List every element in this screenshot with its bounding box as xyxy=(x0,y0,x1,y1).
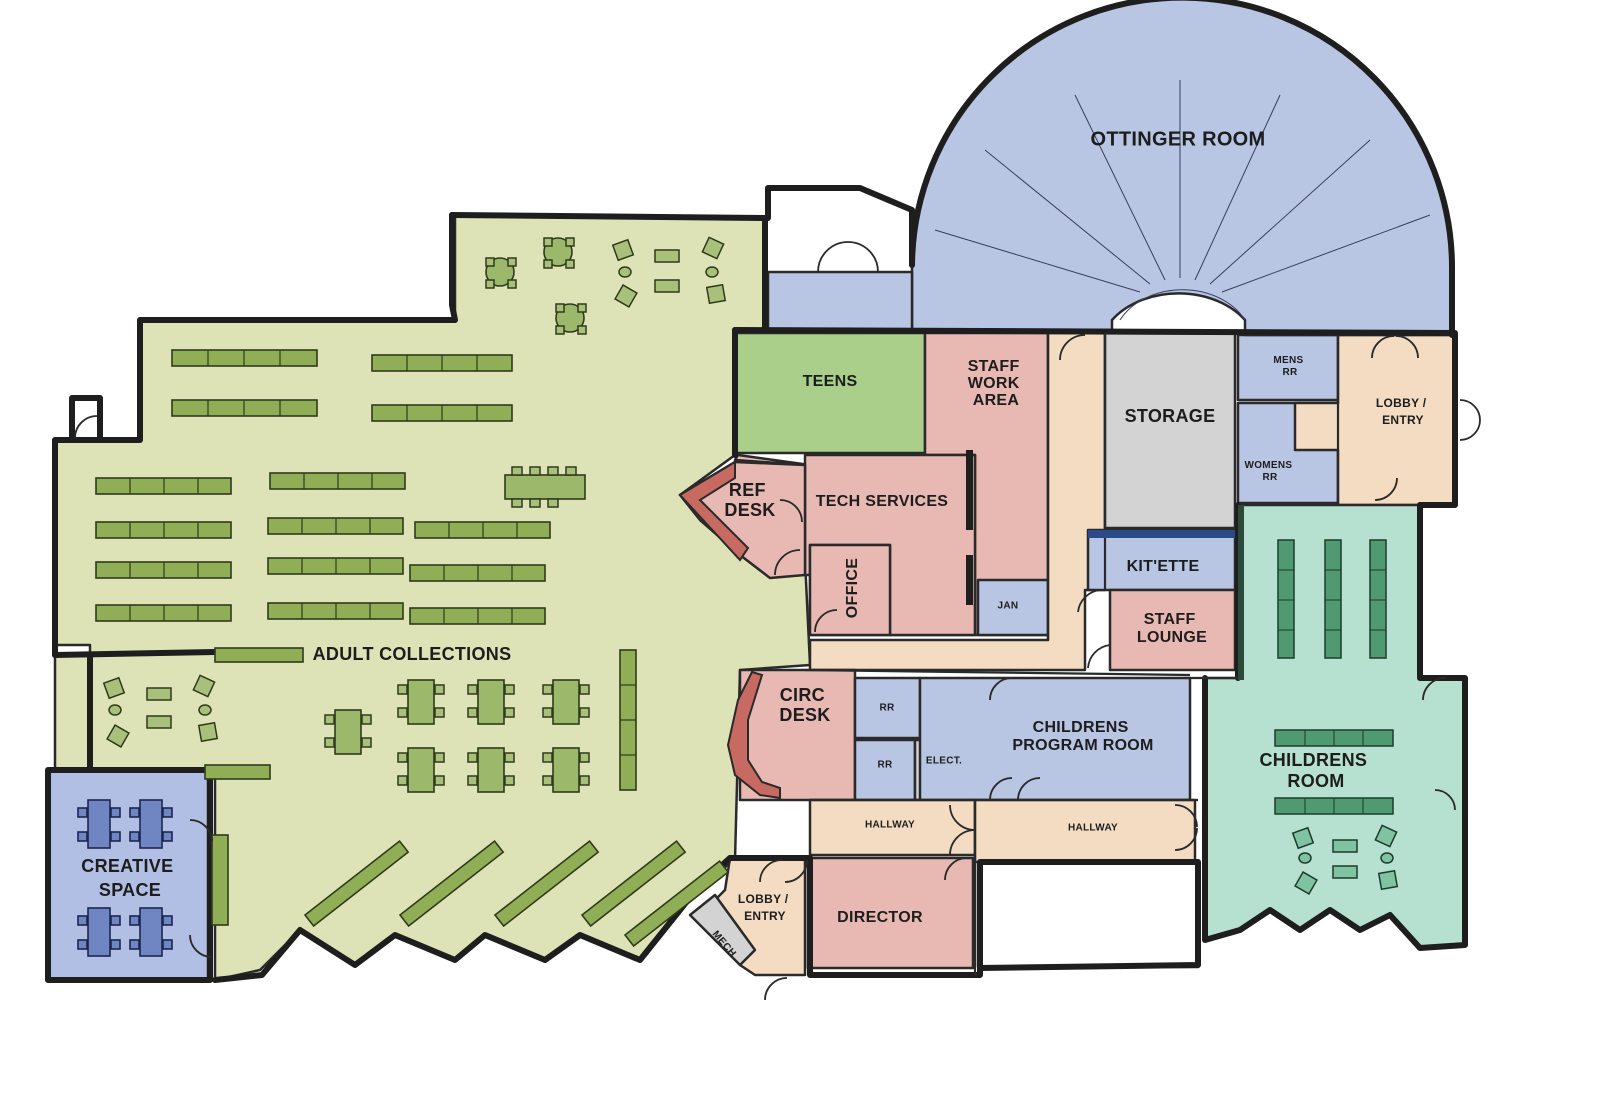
womens-rr-label: WOMENS RR xyxy=(1244,460,1295,483)
rr-room-2 xyxy=(853,738,917,802)
lobby-entry-south-label: LOBBY / ENTRY xyxy=(738,892,792,923)
childrens-shelves xyxy=(1274,539,1394,815)
jan-room xyxy=(976,578,1050,637)
adult-book-shelves xyxy=(95,349,637,926)
circ-desk-counter xyxy=(726,670,781,800)
creative-space-tables xyxy=(77,799,173,957)
staff-lounge-label: STAFF LOUNGE xyxy=(1137,611,1207,646)
lounge-chairs-upper xyxy=(611,236,727,308)
rr-room-1 xyxy=(853,676,922,740)
ottinger-vestibule xyxy=(766,270,914,332)
storage-room xyxy=(1103,331,1237,530)
mech-room xyxy=(688,893,757,967)
teens-label: TEENS xyxy=(803,373,858,390)
reading-tables xyxy=(324,679,590,793)
circ-desk-label: CIRC DESK xyxy=(779,685,830,725)
storage-label: STORAGE xyxy=(1125,406,1216,426)
lobby-entry-east-label: LOBBY / ENTRY xyxy=(1376,396,1430,427)
hallway-1-label: HALLWAY xyxy=(865,820,915,831)
courtyard xyxy=(976,860,1200,969)
hallway-2-label: HALLWAY xyxy=(1068,823,1118,834)
office-room xyxy=(808,543,892,637)
childrens-program-room-label: CHILDRENS PROGRAM ROOM xyxy=(1012,719,1153,754)
childrens-room-label: CHILDRENS ROOM xyxy=(1259,750,1372,791)
ref-desk-label: REF DESK xyxy=(724,480,775,520)
ottinger-room xyxy=(910,0,1454,337)
adult-collections-label: ADULT COLLECTIONS xyxy=(313,644,512,664)
ref-desk-counter xyxy=(678,460,750,562)
hallway-1-room xyxy=(808,798,977,857)
doors xyxy=(74,241,1481,1001)
tech-services-label: TECH SERVICES xyxy=(816,493,949,510)
diagonal-book-shelves xyxy=(303,839,730,948)
mens-rr-label: MENS RR xyxy=(1273,355,1306,378)
round-tables xyxy=(485,237,587,335)
rr-2-label: RR xyxy=(877,760,893,771)
partition-marks xyxy=(966,450,1244,680)
exterior-walls xyxy=(45,0,1468,983)
study-table-center xyxy=(504,466,586,508)
elect-label: ELECT. xyxy=(926,756,962,767)
lounge-chairs-west xyxy=(102,674,219,748)
staff-work-area-label: STAFF WORK AREA xyxy=(968,358,1025,409)
ottinger-room-label: OTTINGER ROOM xyxy=(1090,128,1265,150)
director-label: DIRECTOR xyxy=(837,909,923,926)
teens-room xyxy=(733,331,927,455)
childrens-program-room xyxy=(918,676,1192,802)
jan-label: JAN xyxy=(998,601,1019,612)
creative-space-label: CREATIVE SPACE xyxy=(81,856,178,900)
kitette-label: KIT'ETTE xyxy=(1127,558,1200,575)
childrens-lounge-chairs xyxy=(1291,824,1399,895)
office-label: OFFICE xyxy=(844,558,861,618)
rr-1-label: RR xyxy=(879,703,895,714)
ottinger-seating-lines xyxy=(934,80,1431,321)
